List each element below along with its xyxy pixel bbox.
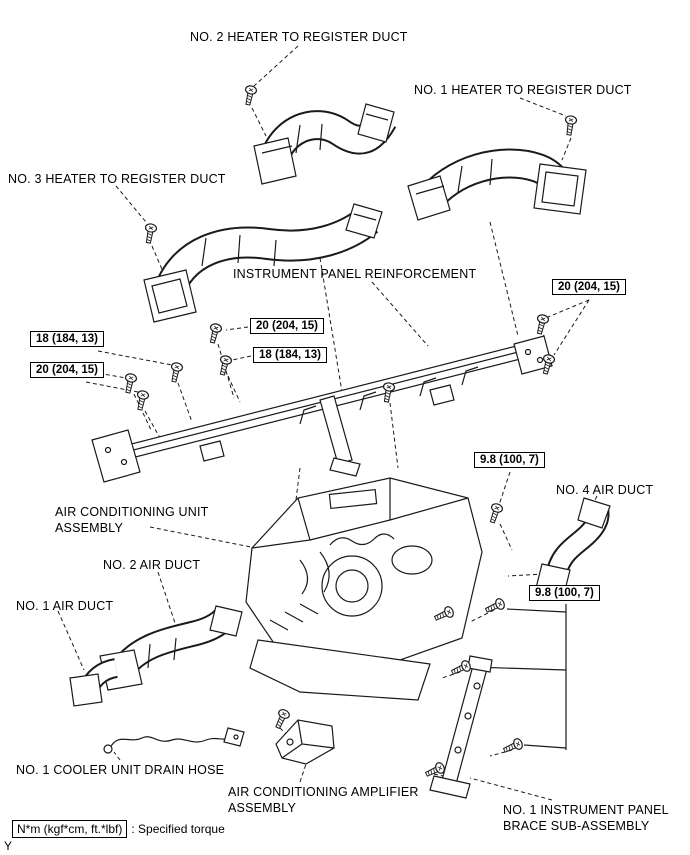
torque-unit-box: N*m (kgf*cm, ft.*lbf) [12,820,128,838]
no4-air-duct-drawing [535,497,611,595]
label-no3-heater-duct: NO. 3 HEATER TO REGISTER DUCT [8,172,226,186]
screw-icon [121,372,138,395]
label-ac-unit-assembly: AIR CONDITIONING UNIT ASSEMBLY [55,505,209,536]
ac-amplifier-drawing [275,719,335,765]
page-marker: Y [4,839,13,853]
cooler-drain-hose-drawing [103,727,245,754]
screw-icon [272,707,292,731]
torque-legend: N*m (kgf*cm, ft.*lbf) : Specified torque [12,820,225,838]
no2-heater-duct-drawing [253,103,397,185]
torque-legend-text: : Specified torque [131,822,225,836]
label-instrument-panel-reinforcement: INSTRUMENT PANEL REINFORCEMENT [233,267,477,281]
brace-sub-assembly-drawing [429,655,493,799]
no3-heater-duct-drawing [143,203,383,323]
screw-icon [501,736,525,756]
screw-icon [449,658,473,678]
instrument-panel-reinforcement-drawing [91,335,553,483]
label-ac-amplifier-line2: ASSEMBLY [228,800,297,815]
torque-spec-badge: 20 (204, 15) [250,318,325,334]
label-no1-heater-duct: NO. 1 HEATER TO REGISTER DUCT [414,83,632,97]
screw-icon [562,114,578,137]
no1-heater-duct-drawing [407,148,587,221]
label-ac-unit-line2: ASSEMBLY [55,520,124,535]
torque-group-bracket [471,604,567,750]
label-no2-heater-duct: NO. 2 HEATER TO REGISTER DUCT [190,30,408,44]
no2-air-duct-drawing [99,605,243,691]
screw-icon [483,596,507,616]
screw-icon [133,389,150,412]
label-brace-sub-assembly: NO. 1 INSTRUMENT PANEL BRACE SUB-ASSEMBL… [503,803,669,834]
torque-spec-badge: 20 (204, 15) [552,279,627,295]
no1-air-duct-drawing [69,658,119,707]
torque-spec-badge: 9.8 (100, 7) [529,585,600,601]
label-brace-line2: BRACE SUB-ASSEMBLY [503,818,650,833]
screw-icon [216,354,233,377]
torque-spec-badge: 18 (184, 13) [30,331,105,347]
ac-unit-assembly-drawing [245,477,483,701]
label-ac-amplifier-line1: AIR CONDITIONING AMPLIFIER [228,785,419,799]
screw-icon [206,322,223,345]
leader-lines [57,45,598,801]
screw-icon [142,222,158,245]
screw-icon [241,84,258,107]
label-ac-unit-line1: AIR CONDITIONING UNIT [55,505,209,519]
label-cooler-drain-hose: NO. 1 COOLER UNIT DRAIN HOSE [16,763,225,777]
screw-icon [486,501,505,525]
torque-spec-badge: 18 (184, 13) [253,347,328,363]
label-no2-air-duct: NO. 2 AIR DUCT [103,558,201,572]
torque-spec-badge: 20 (204, 15) [30,362,105,378]
label-no4-air-duct: NO. 4 AIR DUCT [556,483,654,497]
screw-icon [167,361,184,384]
screw-icon [533,313,550,336]
label-ac-amplifier-assembly: AIR CONDITIONING AMPLIFIER ASSEMBLY [228,785,419,816]
torque-spec-badge: 9.8 (100, 7) [474,452,545,468]
label-brace-line1: NO. 1 INSTRUMENT PANEL [503,803,669,817]
label-no1-air-duct: NO. 1 AIR DUCT [16,599,114,613]
